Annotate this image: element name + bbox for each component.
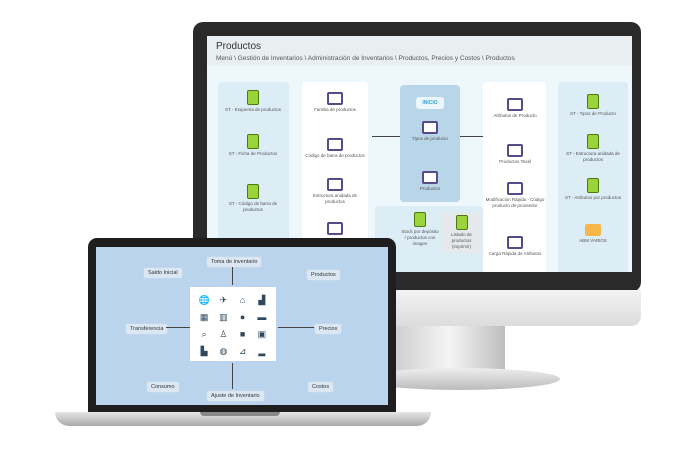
airplane-icon: ✈ [219, 295, 228, 305]
notebook-icon [587, 178, 599, 193]
connector-arrow [278, 327, 314, 328]
truck-icon: ▬ [257, 312, 267, 322]
nav-item[interactable]: Código de barra de productos [305, 138, 365, 159]
notebook-icon [587, 94, 599, 109]
nav-item[interactable]: Stock por depósito / productos con image… [401, 212, 439, 247]
notebook-icon [587, 134, 599, 149]
window-icon [422, 121, 438, 134]
page-title: Productos [216, 41, 262, 52]
reports-panel: Stock por depósito / productos con image… [375, 206, 483, 272]
column-4: Atributos de Producto Productos Textil M… [483, 82, 546, 272]
label-transferencia[interactable]: Transferencia [125, 323, 169, 335]
nav-item[interactable]: Productos Textil [485, 144, 545, 165]
package-icon: ▣ [257, 329, 267, 339]
nav-item-tipos[interactable]: Tipos de producto [400, 121, 460, 142]
notebook-icon [414, 212, 426, 227]
monitor-stand [395, 326, 505, 376]
forklift-icon: ▟ [258, 295, 266, 305]
factory-icon: ▙ [200, 346, 208, 356]
boxes-icon: ▦ [199, 312, 209, 322]
monitor-screen: Productos Menú \ Gestión de Inventarios … [207, 36, 632, 272]
connector-arrow [166, 327, 190, 328]
window-icon [507, 236, 523, 249]
laptop-base [55, 412, 431, 426]
nav-item[interactable]: ST - Atributos por productos [563, 178, 623, 201]
breadcrumb: Menú \ Gestión de Inventarios \ Administ… [216, 55, 515, 62]
label-productos[interactable]: Productos [306, 269, 341, 281]
nav-item[interactable]: ST - Esquema de productos [223, 90, 283, 113]
search-box-icon: ⌕ [201, 329, 207, 339]
label-precios[interactable]: Precios [314, 323, 343, 335]
nav-item[interactable]: Atributos de Producto [485, 98, 545, 119]
laptop-screen: Saldo Inicial Toma de inventario Product… [96, 247, 388, 405]
barcode-icon: ▥ [219, 312, 228, 322]
window-icon [507, 144, 523, 157]
ship-icon: ▂ [258, 346, 266, 356]
globe-icon: 🌐 [198, 295, 210, 305]
nav-item[interactable]: ST - Tipos de Producto [563, 94, 623, 117]
window-icon [327, 92, 343, 105]
nav-item[interactable]: Listado de productos (imprimir) [442, 212, 481, 253]
notebook-icon [247, 184, 259, 199]
logistics-icon-grid: 🌐 ✈ ⌂ ▟ ▦ ▥ ● ▬ ⌕ ♙ ■ ▣ ▙ ◍ ⊿ ▂ [190, 287, 276, 361]
label-ajuste-inventario[interactable]: Ajuste de Inventario [206, 390, 265, 402]
label-saldo-inicial[interactable]: Saldo Inicial [143, 267, 183, 279]
nav-item[interactable]: Familia de productos [305, 92, 365, 113]
inicio-panel: INICIO Tipos de producto Productos [400, 85, 460, 202]
nav-item[interactable]: ST - Ficha de Productos [223, 134, 283, 157]
page-header: Productos Menú \ Gestión de Inventarios … [207, 36, 632, 66]
person-icon: ♙ [219, 329, 228, 339]
window-icon [327, 138, 343, 151]
label-costos[interactable]: Costos [307, 381, 335, 393]
nav-item[interactable]: Carga Rápida de Atributos [485, 236, 545, 257]
window-icon [327, 178, 343, 191]
nav-item[interactable]: ST - Código de barra de productos [223, 184, 283, 213]
nav-item[interactable]: ST - Estructura anidada de productos [563, 134, 623, 163]
inicio-label: INICIO [416, 97, 444, 109]
nav-item-productos[interactable]: Productos [400, 171, 460, 192]
folder-icon [585, 224, 601, 236]
connector-arrow [460, 136, 486, 137]
nav-item[interactable]: Estructura anidada de productos [305, 178, 365, 205]
network-globe-icon: ◍ [219, 346, 228, 356]
connector-arrow [372, 136, 400, 137]
connector-arrow [232, 267, 233, 285]
st-column-right: ST - Tipos de Producto ST - Estructura a… [558, 82, 628, 272]
window-icon [507, 182, 523, 195]
label-toma-inventario[interactable]: Toma de inventario [206, 256, 263, 268]
nav-item[interactable]: Modificación Rápida - Código producto de… [485, 182, 545, 209]
notebook-icon [455, 215, 468, 230]
laptop-notch [200, 412, 280, 416]
notebook-icon [247, 134, 259, 149]
world-icon: ● [239, 312, 246, 322]
handcart-icon: ⊿ [238, 346, 247, 356]
label-consumo[interactable]: Consumo [146, 381, 180, 393]
window-icon [327, 222, 343, 235]
window-icon [422, 171, 438, 184]
warehouse-icon: ⌂ [239, 295, 246, 305]
monitor-base [360, 368, 560, 390]
nav-item[interactable] [305, 222, 365, 237]
nav-item-abm-varios[interactable]: ABM VARIOS [563, 224, 623, 244]
notebook-icon [247, 90, 259, 105]
cargo-truck-icon: ■ [239, 329, 246, 339]
connector-arrow [232, 363, 233, 389]
window-icon [507, 98, 523, 111]
